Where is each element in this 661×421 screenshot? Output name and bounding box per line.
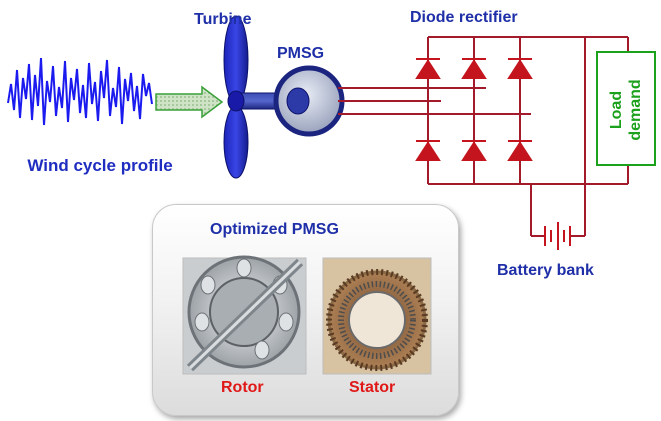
wind-profile-label: Wind cycle profile <box>27 156 173 175</box>
stator-label: Stator <box>349 379 396 396</box>
turbine-label: Turbine <box>194 11 252 28</box>
wind-cycle-waveform <box>7 57 153 126</box>
diode <box>461 141 487 161</box>
wind-to-turbine-arrow <box>155 85 224 119</box>
diode <box>507 141 533 161</box>
load-box <box>596 51 656 166</box>
diode <box>461 59 487 79</box>
panel-title: Optimized PMSG <box>210 221 339 238</box>
diode <box>415 141 441 161</box>
rotor-label: Rotor <box>221 379 264 396</box>
three-phase-lines <box>338 87 531 115</box>
turbine-hub <box>227 90 245 112</box>
diode <box>507 59 533 79</box>
battery-symbol <box>544 222 571 250</box>
diode-group <box>415 58 533 161</box>
battery-bank-label: Battery bank <box>497 262 594 279</box>
pmsg-shaft-end <box>286 87 310 115</box>
rectifier-label: Diode rectifier <box>410 9 518 26</box>
pmsg-label: PMSG <box>277 45 325 62</box>
diode <box>415 59 441 79</box>
turbine-blade-bottom <box>223 105 249 179</box>
